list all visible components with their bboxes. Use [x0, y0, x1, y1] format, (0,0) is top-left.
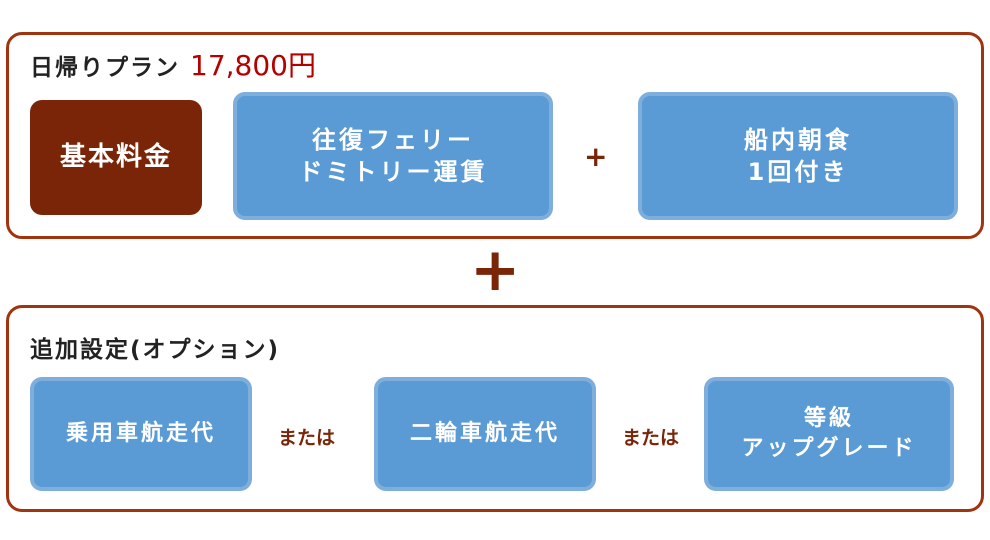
- motorcycle-option-box: 二輪車航走代: [374, 377, 596, 491]
- breakfast-box: 船内朝食 1回付き: [638, 92, 958, 220]
- or-label: または: [278, 427, 336, 449]
- plan-name: 日帰りプラン: [30, 55, 180, 81]
- class-upgrade-box: 等級 アップグレード: [704, 377, 954, 491]
- or-label: または: [622, 427, 680, 449]
- car-option-box: 乗用車航走代: [30, 377, 252, 491]
- base-fee-box: 基本料金: [30, 100, 202, 215]
- plan-title: 日帰りプラン 17,800円: [30, 44, 316, 84]
- big-plus-sign: +: [470, 235, 521, 305]
- options-title: 追加設定(オプション): [30, 337, 281, 363]
- plus-sign: +: [584, 140, 608, 173]
- plan-price: 17,800円: [190, 49, 316, 82]
- ferry-fare-box: 往復フェリー ドミトリー運賃: [233, 92, 553, 220]
